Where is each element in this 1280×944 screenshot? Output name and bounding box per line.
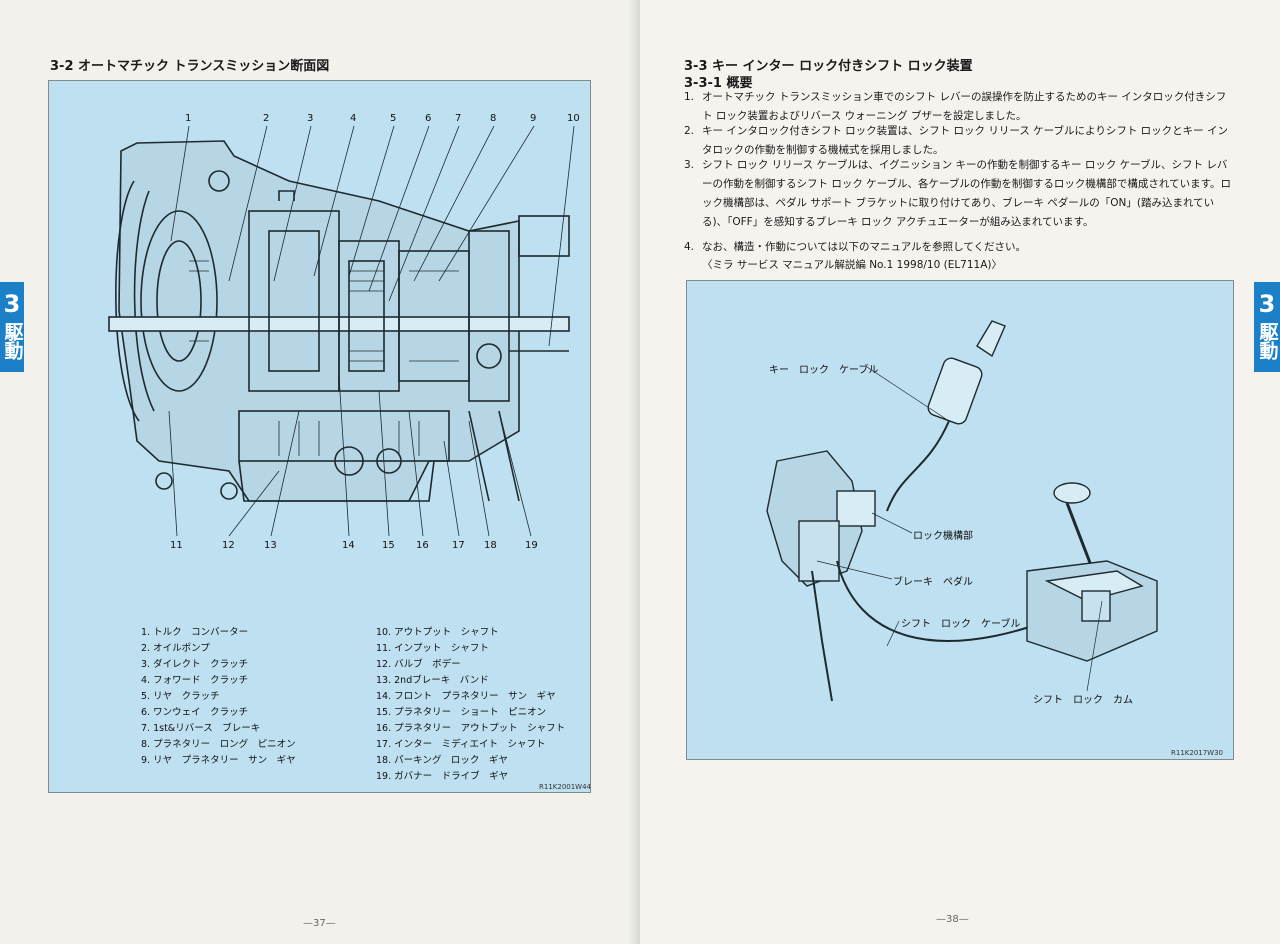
callout-19: 19 [525, 540, 538, 551]
label-shift-lock-cam: シフト ロック カム [1033, 695, 1133, 706]
legend-item: 4. フォワード クラッチ [141, 675, 249, 686]
label-key-lock-cable: キー ロック ケーブル [769, 365, 879, 376]
callout-14: 14 [342, 540, 355, 551]
legend-item: 1. トルク コンバーター [141, 627, 249, 638]
figure-code: R11K2001W44 [539, 783, 592, 791]
paragraph-number: 1. [684, 91, 695, 103]
callout-18: 18 [484, 540, 497, 551]
legend-item: 12. バルブ ボデー [376, 659, 461, 670]
section-title-3-3: 3-3 キー インター ロック付きシフト ロック装置 [684, 59, 973, 74]
callout-13: 13 [264, 540, 277, 551]
callout-10: 10 [567, 113, 580, 124]
legend-item: 3. ダイレクト クラッチ [141, 659, 249, 670]
paragraph-2: 2. キー インタロック付きシフト ロック装置は、シフト ロック リリース ケー… [684, 122, 1234, 160]
left-page: 3 駆動 3-2 オートマチック トランスミッション断面図 [0, 59, 592, 929]
legend-item: 15. プラネタリー ショート ピニオン [376, 707, 547, 718]
chapter-tab-label: 駆動 [1, 322, 24, 360]
shift-lock-drawing [766, 320, 1158, 702]
shift-lock-figure: キー ロック ケーブル ロック機構部 ブレーキ ペダル シフト ロック ケーブル… [686, 280, 1234, 760]
legend-item: 16. プラネタリー アウトプット シャフト [376, 723, 566, 734]
callout-3: 3 [307, 113, 314, 124]
legend-item: 14. フロント プラネタリー サン ギヤ [376, 691, 556, 702]
page-number-left: —37— [303, 918, 336, 929]
paragraph-number: 2. [684, 125, 695, 137]
label-brake-pedal: ブレーキ ペダル [893, 577, 973, 588]
legend-item: 2. オイルポンプ [141, 643, 210, 654]
paragraph-text: キー インタロック付きシフト ロック装置は、シフト ロック リリース ケーブルに… [702, 125, 1228, 156]
transmission-cross-section-drawing [108, 125, 575, 537]
legend-item: 18. パーキング ロック ギヤ [376, 755, 508, 766]
subsection-title-3-3-1: 3-3-1 概要 [684, 76, 753, 91]
callout-9: 9 [530, 113, 537, 124]
paragraph-number: 3. [684, 159, 695, 171]
callout-16: 16 [416, 540, 429, 551]
legend-item: 9. リヤ プラネタリー サン ギヤ [141, 755, 296, 766]
callout-1: 1 [185, 113, 192, 124]
chapter-tab-number: 3 [1258, 290, 1276, 318]
callout-2: 2 [263, 113, 270, 124]
label-lock-mechanism: ロック機構部 [913, 531, 973, 542]
callout-17: 17 [452, 540, 465, 551]
chapter-tab-left: 3 駆動 [0, 282, 24, 372]
legend-item: 10. アウトプット シャフト [376, 627, 499, 638]
chapter-tab-label: 駆動 [1256, 322, 1279, 360]
paragraph-4: 4. なお、構造・作動については以下のマニュアルを参照してください。 [684, 238, 1234, 257]
reference-note: 〈ミラ サービス マニュアル解説編 No.1 1998/10 (EL711A)〉 [702, 259, 1003, 271]
legend-item: 11. インプット シャフト [376, 643, 489, 654]
paragraph-text: なお、構造・作動については以下のマニュアルを参照してください。 [702, 241, 1027, 253]
paragraph-1: 1. オートマチック トランスミッション車でのシフト レバーの誤操作を防止するた… [684, 88, 1234, 126]
callout-12: 12 [222, 540, 235, 551]
callout-6: 6 [425, 113, 432, 124]
paragraph-number: 4. [684, 241, 695, 253]
legend-item: 13. 2ndブレーキ バンド [376, 675, 489, 686]
chapter-tab-number: 3 [3, 290, 21, 318]
callout-15: 15 [382, 540, 395, 551]
callout-5: 5 [390, 113, 397, 124]
callout-8: 8 [490, 113, 497, 124]
right-page: 3-3 キー インター ロック付きシフト ロック装置 3-3-1 概要 1. オ… [640, 0, 1280, 944]
legend-item: 5. リヤ クラッチ [141, 691, 220, 702]
section-title-3-2: 3-2 オートマチック トランスミッション断面図 [50, 59, 330, 74]
figure-code: R11K2017W30 [1171, 749, 1224, 757]
legend-item: 6. ワンウェイ クラッチ [141, 707, 249, 718]
legend-item: 8. プラネタリー ロング ピニオン [141, 739, 296, 750]
label-shift-lock-cable: シフト ロック ケーブル [901, 619, 1021, 630]
page-number-right: —38— [936, 914, 969, 925]
paragraph-3: 3. シフト ロック リリース ケーブルは、イグニッション キーの作動を制御する… [684, 156, 1234, 232]
paragraph-text: シフト ロック リリース ケーブルは、イグニッション キーの作動を制御するキー … [702, 159, 1232, 228]
callout-4: 4 [350, 113, 357, 124]
paragraph-text: オートマチック トランスミッション車でのシフト レバーの誤操作を防止するためのキ… [702, 91, 1227, 122]
chapter-tab-right: 3 駆動 [1254, 282, 1280, 372]
legend-item: 7. 1st&リバース ブレーキ [141, 723, 261, 734]
legend-item: 19. ガバナー ドライブ ギヤ [376, 771, 509, 782]
transmission-figure: 1 2 3 4 5 6 7 8 9 10 11 12 13 14 15 16 1… [48, 80, 591, 793]
legend-item: 17. インター ミディエイト シャフト [376, 739, 546, 750]
callout-11: 11 [170, 540, 183, 551]
callout-7: 7 [455, 113, 462, 124]
